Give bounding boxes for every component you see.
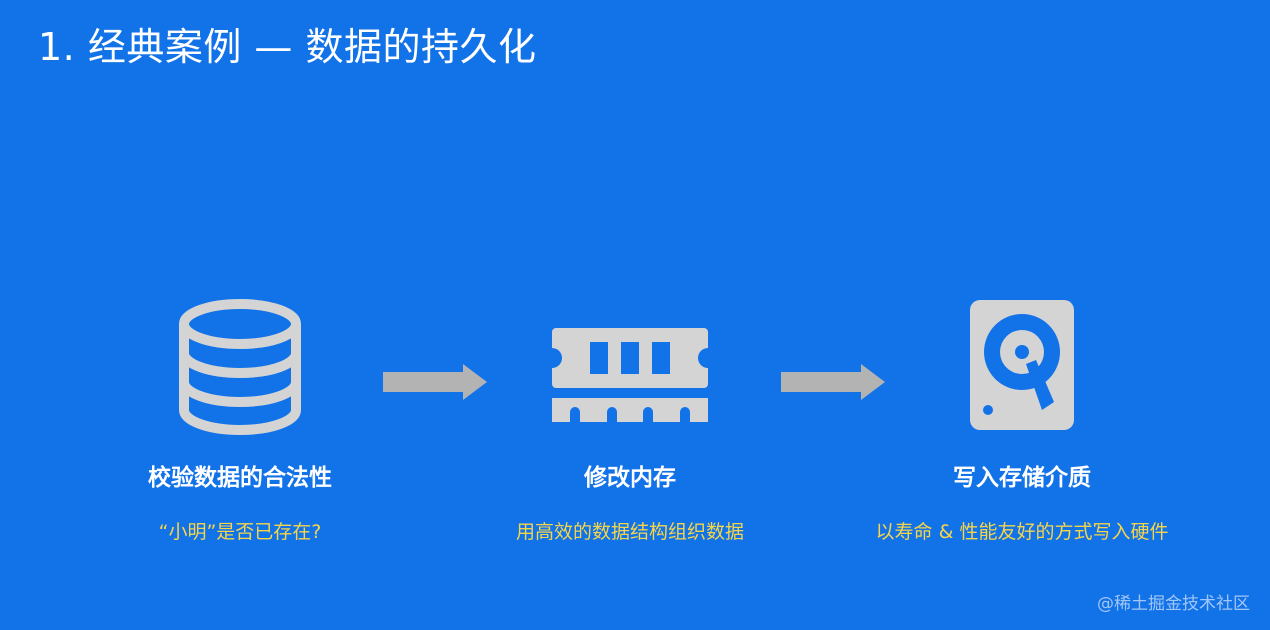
step-label-validate: 校验数据的合法性 bbox=[148, 465, 332, 491]
watermark: @稀土掘金技术社区 bbox=[1097, 594, 1250, 614]
memory-icon bbox=[552, 328, 708, 422]
step-label-memory: 修改内存 bbox=[584, 465, 676, 491]
step-validate: 校验数据的合法性 “小明”是否已存在? bbox=[90, 298, 390, 558]
step-memory: 修改内存 用高效的数据结构组织数据 bbox=[480, 328, 780, 558]
hard-disk-icon bbox=[970, 300, 1074, 430]
step-note-validate: “小明”是否已存在? bbox=[158, 521, 322, 543]
database-icon bbox=[179, 299, 301, 435]
arrow-right-icon bbox=[383, 364, 487, 400]
step-note-storage: 以寿命 & 性能友好的方式写入硬件 bbox=[875, 521, 1169, 543]
arrow-right-icon bbox=[781, 364, 885, 400]
page-title: 1. 经典案例 — 数据的持久化 bbox=[38, 25, 537, 69]
step-label-storage: 写入存储介质 bbox=[953, 465, 1091, 491]
step-storage: 写入存储介质 以寿命 & 性能友好的方式写入硬件 bbox=[872, 300, 1172, 558]
step-note-memory: 用高效的数据结构组织数据 bbox=[515, 521, 744, 543]
